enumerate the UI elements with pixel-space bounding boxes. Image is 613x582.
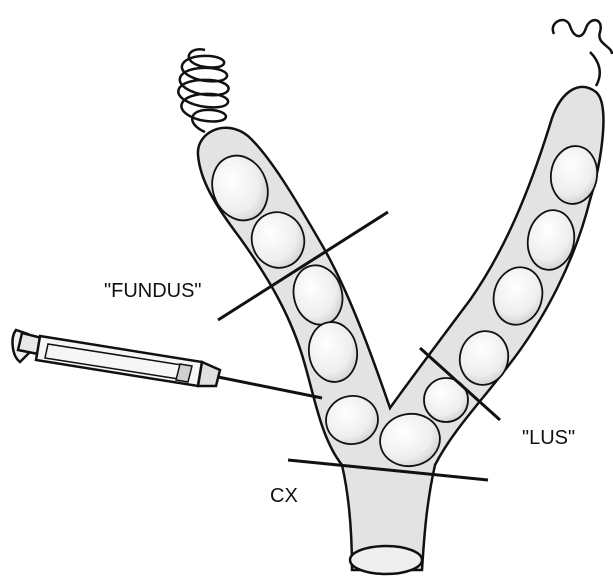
lus-label: "LUS" xyxy=(522,427,575,449)
ovary-coil-left xyxy=(178,49,228,132)
cervix-opening xyxy=(350,546,422,574)
cx-label: CX xyxy=(270,485,298,507)
fundus-label: "FUNDUS" xyxy=(104,280,202,302)
embryos-right-horn xyxy=(424,143,601,422)
ovary-coil-right xyxy=(553,20,612,86)
syringe-icon xyxy=(13,330,322,398)
uterus-outline xyxy=(198,87,604,570)
